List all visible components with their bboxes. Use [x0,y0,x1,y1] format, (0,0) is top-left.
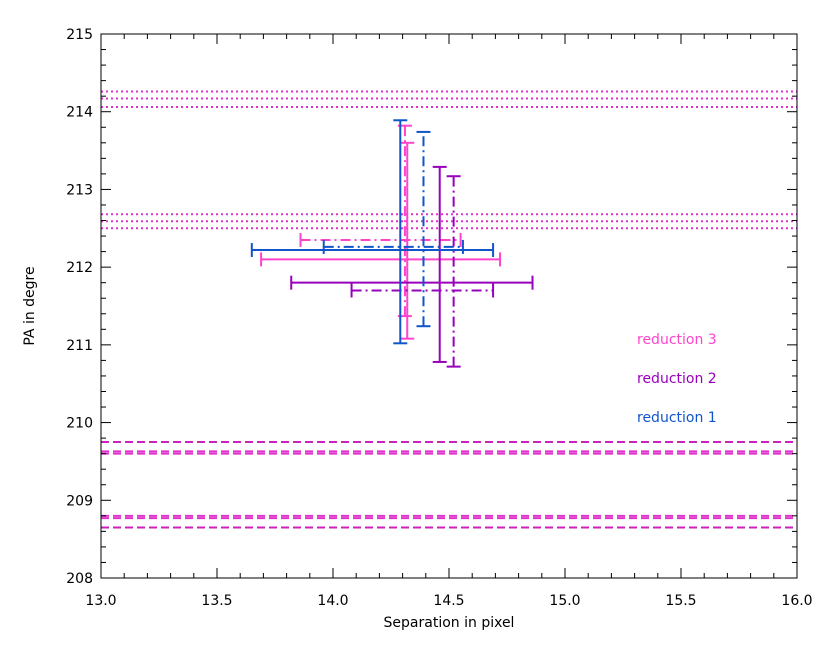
errorbar-reduction-2-0 [290,165,534,363]
x-tick-label: 14.0 [317,593,348,609]
reference-lines [101,90,797,529]
y-tick-label: 209 [66,493,93,509]
error-bars [250,119,534,368]
y-tick-label: 208 [66,571,93,587]
legend: reduction 3 reduction 2 reduction 1 [637,332,717,426]
errorbar-reduction-2-1 [350,175,495,368]
x-tick-label: 15.0 [549,593,580,609]
x-axis-label: Separation in pixel [384,615,515,631]
y-tick-label: 213 [66,182,93,198]
legend-entry-reduction-3: reduction 3 [637,332,717,348]
errorbar-reduction-1-1 [322,130,464,328]
legend-entry-reduction-2: reduction 2 [637,371,717,387]
x-tick-label: 16.0 [781,593,812,609]
errorbar-reduction-1-0 [250,119,495,345]
axis-ticks [100,33,798,579]
x-tick-label: 14.5 [433,593,464,609]
y-tick-label: 211 [66,338,93,354]
x-tick-label: 13.0 [85,593,116,609]
legend-entry-reduction-1: reduction 1 [637,410,717,426]
x-tick-label: 13.5 [201,593,232,609]
y-tick-label: 212 [66,260,93,276]
tick-labels: 13.0 13.5 14.0 14.5 15.0 15.5 16.0 208 209 210 211… [66,27,812,609]
plot-frame [100,33,798,579]
y-tick-label: 215 [66,27,93,43]
y-axis-label: PA in degre [22,266,38,345]
x-tick-label: 15.5 [665,593,696,609]
y-tick-label: 210 [66,416,93,432]
y-tick-label: 214 [66,105,93,121]
